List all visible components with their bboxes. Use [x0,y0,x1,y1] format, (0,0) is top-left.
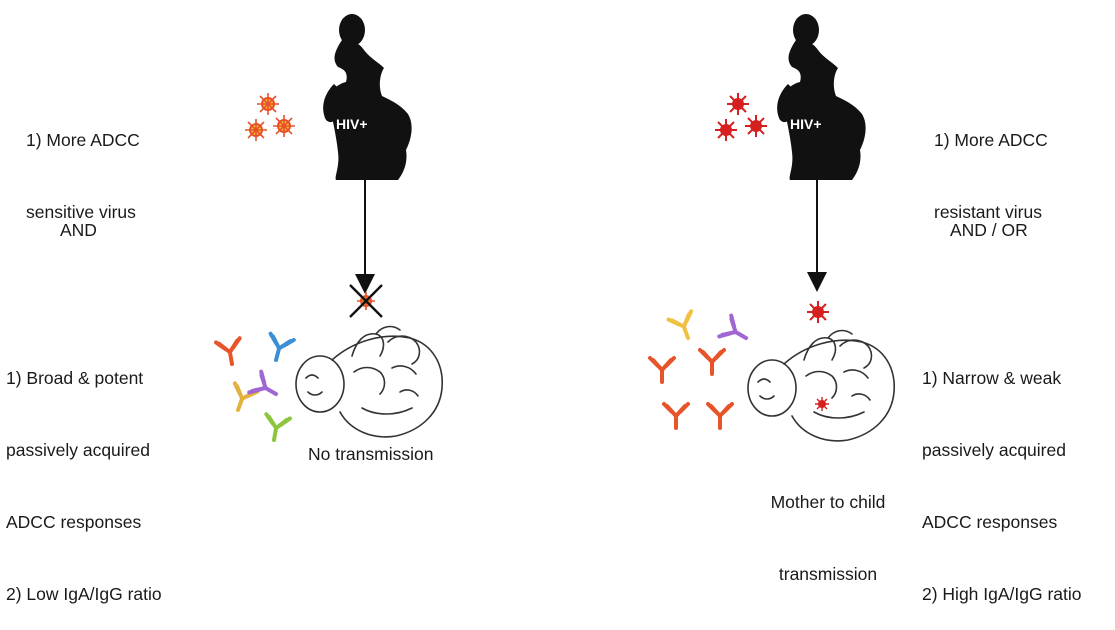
blocked-transmission-icon [350,285,382,317]
left-mother-silhouette [323,14,411,180]
right-antibody-label: 1) Narrow & weak passively acquired ADCC… [922,318,1082,630]
left-virus-label-line-1: 1) More ADCC [26,128,140,152]
left-antibody-label-line-1: 1) Broad & potent [6,366,162,390]
left-outcome: No transmission [308,442,433,466]
right-antibody-label-line-3: ADCC responses [922,510,1082,534]
right-outcome: Mother to child transmission [756,442,900,610]
right-outcome-line-1: Mother to child [756,490,900,514]
left-antibody-label: 1) Broad & potent passively acquired ADC… [6,318,162,630]
left-connector: AND [60,218,97,242]
left-antibody-label-line-3: ADCC responses [6,510,162,534]
left-infant-illustration [296,327,442,437]
right-antibody-label-line-2: passively acquired [922,438,1082,462]
right-virus-label-line-1: 1) More ADCC [934,128,1048,152]
right-outcome-line-2: transmission [756,562,900,586]
right-antibody-label-line-1: 1) Narrow & weak [922,366,1082,390]
right-infant-illustration [748,331,894,441]
left-antibodies-icon [216,334,294,442]
transmitted-virus-icon [807,301,829,323]
left-hiv-label: HIV+ [336,112,368,136]
left-antibody-label-line-2: passively acquired [6,438,162,462]
infant-virus-icon [815,397,829,411]
right-antibody-label-line-4: 2) High IgA/IgG ratio [922,582,1082,606]
right-hiv-label: HIV+ [790,112,822,136]
left-antibody-label-line-4: 2) Low IgA/IgG ratio [6,582,162,606]
right-antibodies-icon [650,311,752,428]
right-mother-silhouette [777,14,865,180]
left-sensitive-virus-icon [245,93,295,141]
right-connector: AND / OR [950,218,1028,242]
right-resistant-virus-icon [715,93,767,141]
